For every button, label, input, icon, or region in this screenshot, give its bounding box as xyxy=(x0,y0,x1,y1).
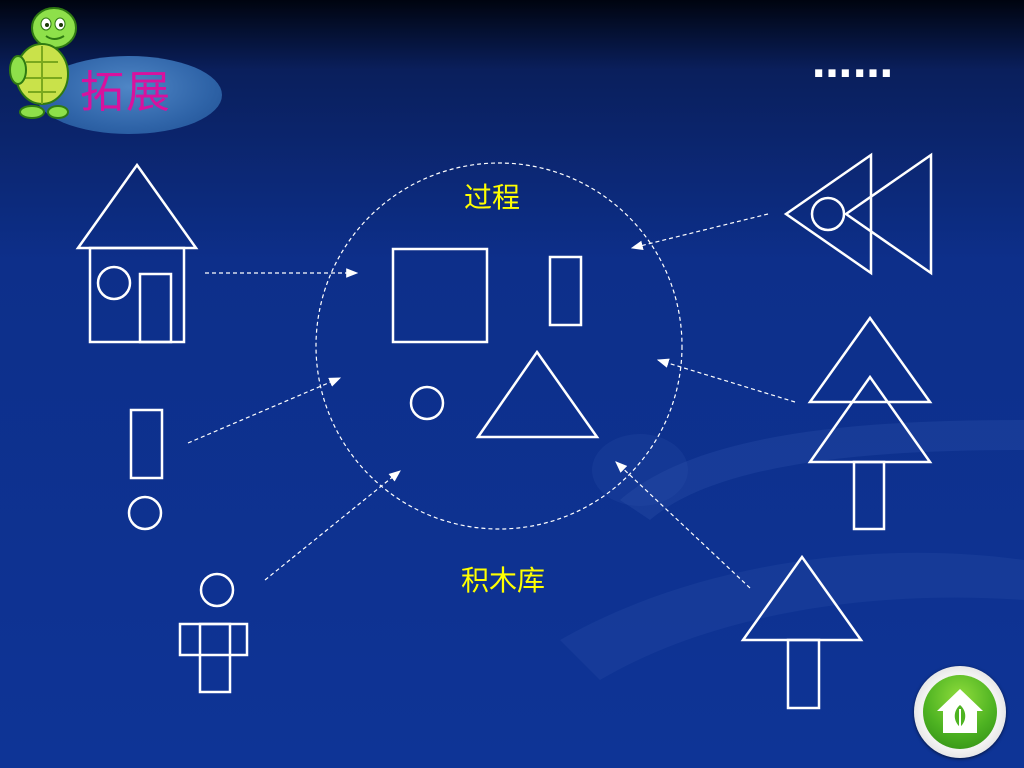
arrow-fish xyxy=(630,213,769,251)
turtle-mascot-icon xyxy=(9,7,77,119)
rectangle-piece xyxy=(548,255,583,327)
library-circle xyxy=(315,162,683,530)
arrow-pair xyxy=(187,377,342,444)
library-label: 积木库 xyxy=(460,564,545,597)
library-pieces xyxy=(391,247,600,439)
home-icon xyxy=(937,689,983,733)
tree-figure xyxy=(740,554,864,710)
square-piece xyxy=(391,247,489,344)
rectangle-circle-pair xyxy=(127,408,164,531)
triangle-piece xyxy=(475,349,600,439)
fish-figure xyxy=(783,152,933,276)
arrow-pine-tree xyxy=(656,358,796,403)
house-figure xyxy=(75,162,199,344)
arrows xyxy=(187,213,796,589)
arrow-person xyxy=(264,470,401,581)
arrow-tree xyxy=(615,461,751,589)
home-button-face xyxy=(923,675,997,749)
pine-tree-figure xyxy=(807,315,933,531)
process-label: 过程 xyxy=(463,181,520,214)
slide-title: 拓展 xyxy=(80,67,172,118)
person-figure xyxy=(178,572,249,694)
ellipsis-text: …… xyxy=(812,41,894,87)
home-button[interactable] xyxy=(914,666,1006,758)
circle-piece xyxy=(409,385,445,421)
